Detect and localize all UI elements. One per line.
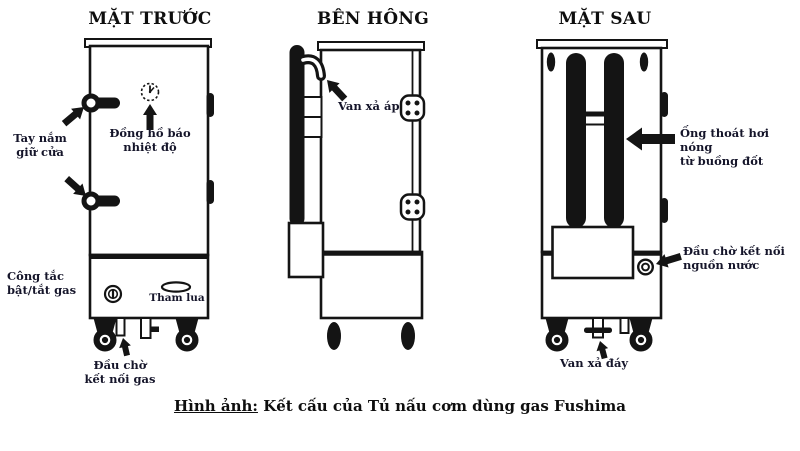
door-handle-icon — [81, 191, 120, 211]
rear-hinge-icon — [660, 198, 668, 223]
gas-valve-icon — [140, 317, 159, 339]
gas-connector-label: Đầu chờ kết nối gas — [84, 358, 156, 387]
water-connector-icon — [637, 258, 655, 276]
caster-wheel-icon — [629, 317, 653, 352]
door-handle-label: Tay nắm giữ cửa — [13, 131, 67, 160]
flame-check-slot — [160, 281, 192, 293]
vent-slot-icon — [639, 52, 649, 72]
foot-icon — [327, 322, 341, 350]
front-view-title: MẶT TRƯỚC — [88, 9, 212, 29]
door-handle-icon — [81, 93, 120, 113]
caster-wheel-icon — [175, 317, 199, 352]
caption-text: Kết cấu của Tủ nấu cơm dùng gas Fushima — [263, 397, 626, 415]
figure-caption: Hình ảnh: Kết cấu của Tủ nấu cơm dùng ga… — [100, 397, 700, 415]
pressure-valve-spout-icon — [298, 54, 326, 81]
arrow-to-exhaust-duct — [626, 127, 675, 151]
side-view-drawing — [287, 41, 426, 350]
pressure-valve-label: Van xả áp — [338, 99, 400, 113]
side-view-title: BÊN HÔNG — [316, 9, 430, 29]
exhaust-duct-pipe — [566, 53, 586, 228]
pipe-bracket — [302, 96, 323, 138]
caption-prefix: Hình ảnh: — [173, 397, 258, 415]
rear-hinge-icon — [660, 92, 668, 117]
rear-view-drawing — [536, 39, 683, 360]
rear-view-title: MẶT SAU — [558, 9, 652, 29]
side-exhaust-pipe — [289, 45, 305, 226]
arrow-to-gas-connector — [117, 336, 133, 357]
drain-valve-label: Van xả đáy — [559, 356, 629, 370]
flame-check-label: Tham lua — [149, 292, 205, 304]
side-cabinet-body — [319, 48, 422, 254]
front-cabinet-body — [88, 44, 210, 257]
gas-switch-label: Công tắc bật/tắt gas — [7, 269, 77, 298]
hinge-plate-icon — [399, 193, 426, 221]
vent-slot-icon — [546, 52, 556, 72]
drain-valve-icon — [584, 317, 612, 339]
burner-box — [287, 221, 325, 279]
combustion-chamber-panel — [551, 225, 635, 280]
gas-switch-knob-icon — [103, 284, 123, 304]
exhaust-duct-pipe — [604, 53, 624, 228]
drain-pipe-stub — [619, 317, 630, 334]
caster-wheel-icon — [545, 317, 569, 352]
front-view-drawing — [59, 38, 214, 357]
rear-cabinet-body — [540, 46, 663, 254]
gas-connector-pipe — [115, 317, 126, 337]
foot-icon — [401, 322, 415, 350]
temp-gauge-label: Đồng hồ báo nhiệt độ — [109, 126, 191, 155]
temperature-gauge-icon — [140, 82, 160, 102]
front-hinge-icon — [206, 93, 214, 117]
hinge-plate-icon — [399, 94, 426, 122]
caster-wheel-icon — [93, 317, 117, 352]
side-base-box — [319, 250, 424, 320]
hot-air-duct-label: Ống thoát hơi nóng từ buồng đốt — [680, 126, 769, 169]
water-connector-label: Đầu chờ kết nối nguồn nước — [683, 244, 785, 273]
front-hinge-icon — [206, 180, 214, 204]
